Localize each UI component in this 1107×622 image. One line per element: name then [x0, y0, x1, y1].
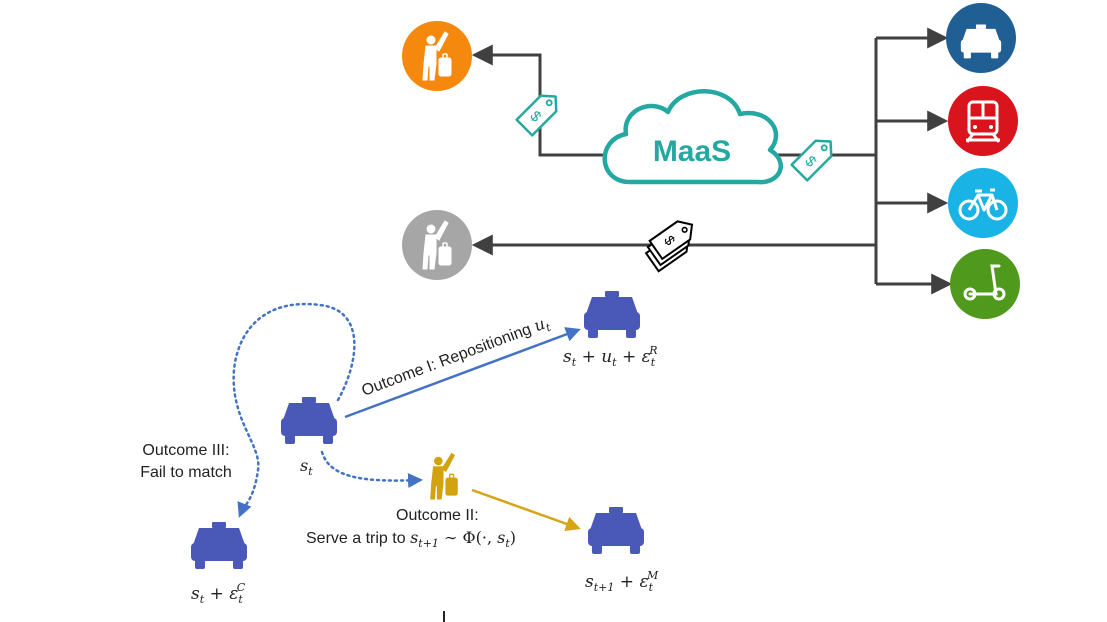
taxi-car-icon — [281, 397, 337, 444]
state-current: st — [300, 456, 313, 478]
train-icon — [948, 86, 1018, 156]
outcome-two-line2: Serve a trip to st+1 ∼ Φ(·, st) — [306, 528, 517, 550]
passenger-icon-grey — [402, 210, 472, 280]
state-matched: st+1 + εtM — [585, 569, 659, 594]
state-reposition: st + ut + εtR — [563, 344, 658, 369]
bicycle-icon — [948, 168, 1018, 238]
outcome-three-line1: Outcome III: — [142, 442, 230, 459]
taxi-icon — [946, 3, 1016, 73]
scooter-icon — [950, 249, 1020, 319]
price-tag-icon: $ — [515, 94, 558, 137]
outcome-two-arrow — [471, 488, 581, 532]
outcome-three-label: Outcome III: Fail to match — [134, 440, 238, 484]
outcome-one-label: Outcome I: Repositioning ut — [359, 312, 553, 402]
maas-cloud: MaaS — [602, 89, 783, 185]
outcome-three-path — [232, 302, 356, 518]
outcome-three-line2: Fail to match — [140, 464, 232, 481]
passenger-hail-icon — [429, 452, 459, 500]
taxi-car-icon — [588, 507, 644, 554]
taxi-car-icon — [584, 291, 640, 338]
maas-label: MaaS — [653, 135, 731, 168]
price-tag-icon: $ — [790, 139, 833, 182]
outcome-one-arrow — [344, 327, 581, 419]
taxi-car-icon — [191, 522, 247, 569]
state-fail: st + εtC — [191, 581, 246, 606]
outcome-two-dotted-path — [320, 450, 423, 488]
passenger-icon-orange — [402, 21, 472, 91]
price-tags-stack-icon: $ — [644, 220, 694, 273]
outcome-two-label: Outcome II: Serve a trip to st+1 ∼ Φ(·, … — [306, 505, 566, 555]
outcome-two-line1: Outcome II: — [396, 507, 479, 524]
